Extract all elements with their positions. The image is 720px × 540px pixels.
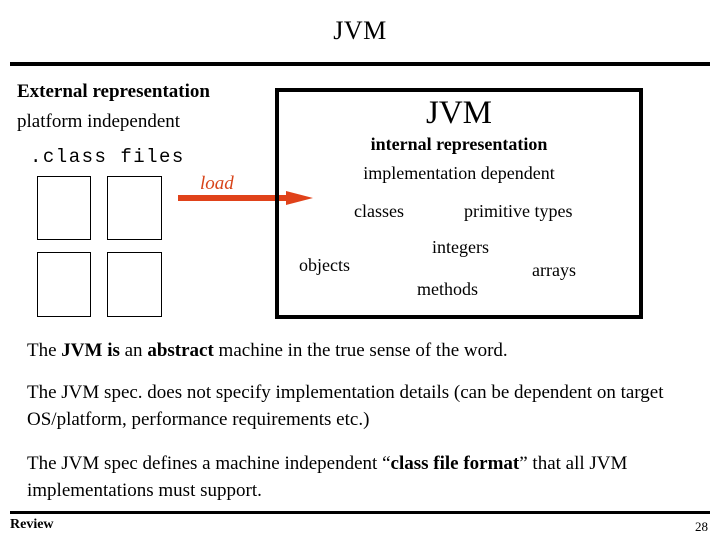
paragraph-implementation-details: The JVM spec. does not specify implement… xyxy=(27,382,664,430)
title-divider xyxy=(10,62,710,66)
paragraph-class-file-format: The JVM spec defines a machine independe… xyxy=(27,450,687,504)
para1-text-c: machine in the true sense of the word. xyxy=(213,340,508,361)
jvm-term-primitive-types: primitive types xyxy=(464,201,573,221)
platform-independent-label: platform independent xyxy=(17,111,181,132)
jvm-internal-box xyxy=(275,88,643,319)
para1-text-b: an xyxy=(119,340,148,361)
footer-divider xyxy=(10,511,710,514)
jvm-term-integers: integers xyxy=(432,237,489,257)
footer-section-label: Review xyxy=(10,517,54,532)
page-number: 28 xyxy=(695,519,708,534)
jvm-term-objects: objects xyxy=(299,255,350,275)
class-file-box xyxy=(107,252,162,317)
jvm-term-arrays: arrays xyxy=(532,260,576,280)
internal-representation-heading: internal representation xyxy=(370,134,548,154)
jvm-box-title: JVM xyxy=(425,95,493,131)
para3-bold-a: class file format xyxy=(390,453,520,474)
page-title: JVM xyxy=(333,16,387,45)
para3-text-a: The JVM spec defines a machine independe… xyxy=(27,453,391,474)
external-representation-heading: External representation xyxy=(17,81,210,102)
para1-text-a: The xyxy=(27,340,62,361)
jvm-term-classes: classes xyxy=(354,201,404,221)
para1-bold-b: abstract xyxy=(147,340,214,361)
para3-text-b: ” that all JVM implementations must supp… xyxy=(27,453,628,501)
jvm-term-methods: methods xyxy=(417,279,478,299)
paragraph-abstract-machine: The JVM is an abstract machine in the tr… xyxy=(27,337,687,364)
load-arrow-label: load xyxy=(200,173,234,194)
class-file-box xyxy=(37,252,91,317)
class-file-box xyxy=(107,176,162,240)
class-files-label: .class files xyxy=(30,146,185,168)
class-file-box xyxy=(37,176,91,240)
para1-bold-a: JVM is xyxy=(61,340,120,361)
load-arrow-icon xyxy=(178,191,313,205)
implementation-dependent-label: implementation dependent xyxy=(363,163,555,183)
